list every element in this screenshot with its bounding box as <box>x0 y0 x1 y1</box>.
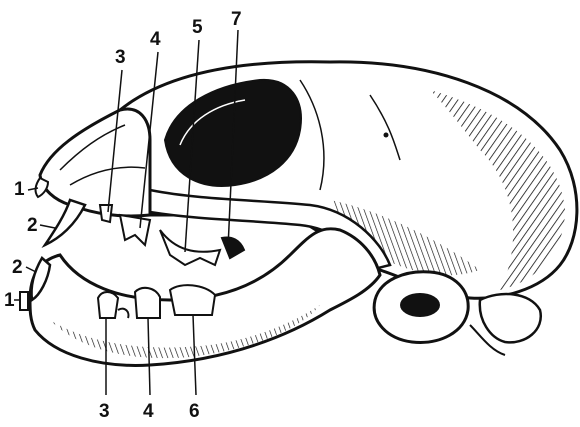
label-top-3: 3 <box>115 48 126 67</box>
label-bottom-3: 3 <box>99 402 110 421</box>
upper-premolar-3 <box>100 205 112 222</box>
leader-left-upper-2 <box>40 225 55 228</box>
label-top-7: 7 <box>231 10 242 29</box>
lower-premolar-3 <box>98 292 118 318</box>
upper-canine <box>45 200 85 245</box>
lower-incisor <box>20 292 28 310</box>
label-bottom-4: 4 <box>143 402 154 421</box>
label-top-4: 4 <box>150 30 161 49</box>
label-upper-incisor: 1 <box>14 180 25 199</box>
label-top-5: 5 <box>192 18 203 37</box>
label-bottom-6: 6 <box>189 402 200 421</box>
upper-carnassial <box>160 230 220 265</box>
upper-premolar-4 <box>120 215 150 245</box>
lower-premolar-4 <box>135 288 160 318</box>
leader-left-lower-2 <box>26 267 36 272</box>
label-upper-canine: 2 <box>27 216 38 235</box>
label-lower-canine: 2 <box>12 258 23 277</box>
upper-molar <box>222 238 244 259</box>
snout <box>40 109 150 216</box>
ear-opening <box>400 293 440 317</box>
lower-carnassial <box>170 285 215 315</box>
occipital-condyle <box>480 294 541 342</box>
label-lower-incisor: 1 <box>4 291 15 310</box>
